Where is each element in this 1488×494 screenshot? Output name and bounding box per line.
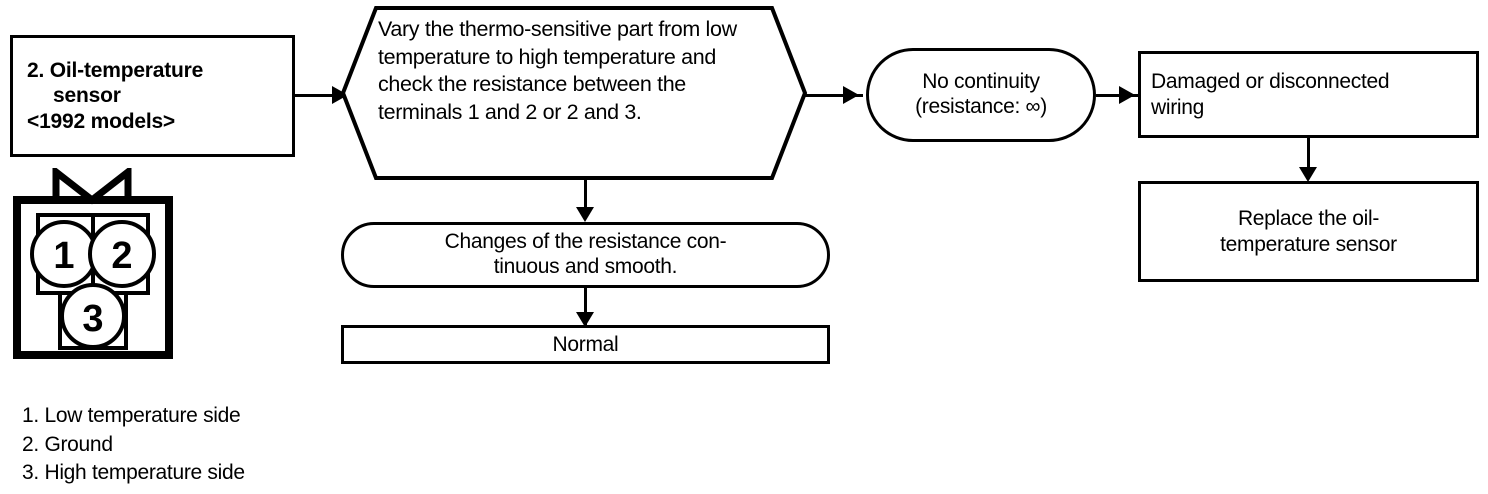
ok-result-line1: Changes of the resistance con- [444, 230, 727, 254]
legend-item-2: 2. Ground [22, 432, 113, 456]
fault-cause-line1: Damaged or disconnected [1151, 70, 1390, 94]
connector-pictogram: 1 2 3 [12, 168, 174, 360]
fault-result-line1: No continuity [922, 70, 1040, 94]
connector-cause-to-action [1307, 138, 1310, 178]
ok-result-box: Changes of the resistance con- tinuous a… [341, 222, 830, 288]
sensor-title-line2: sensor [53, 84, 121, 108]
sensor-title-box: 2. Oil-temperature sensor <1992 models> [10, 35, 295, 157]
hexagon-outline [340, 6, 808, 180]
ok-conclusion-box: Normal [341, 325, 830, 364]
arrowhead-fault-to-cause [1119, 86, 1135, 104]
fault-action-line1: Replace the oil- [1237, 207, 1380, 231]
instruction-hexagon: Vary the thermo-sensitive part from low … [340, 5, 808, 181]
connector-fault-to-cause [1096, 94, 1138, 97]
ok-conclusion-label: Normal [552, 332, 619, 356]
terminal-legend: 1. Low temperature side 2. Ground 3. Hig… [22, 402, 362, 488]
connector-drawing: 1 2 3 [13, 168, 173, 359]
connector-instruction-to-ok [584, 178, 587, 218]
connector-instruction-to-fault [803, 94, 863, 97]
connector-title-to-instruction [295, 94, 353, 97]
terminal-1-label: 1 [53, 235, 74, 277]
instruction-text: Vary the thermo-sensitive part from low … [378, 17, 737, 125]
arrowhead-instruction-to-ok [576, 207, 594, 222]
connector-ok-to-normal [584, 288, 587, 326]
fault-result-oval: No continuity (resistance: ∞) [866, 48, 1096, 142]
fault-action-box: Replace the oil- temperature sensor [1138, 181, 1479, 282]
sensor-title-line1: 2. Oil-temperature [27, 58, 204, 82]
fault-cause-box: Damaged or disconnected wiring [1138, 51, 1479, 138]
arrowhead-instruction-to-fault [843, 86, 859, 104]
fault-result-line2: (resistance: ∞) [915, 95, 1047, 118]
fault-action-line2: temperature sensor [1220, 232, 1397, 256]
fault-cause-line2: wiring [1151, 95, 1205, 119]
arrowhead-cause-to-action [1299, 167, 1317, 182]
legend-item-1: 1. Low temperature side [22, 404, 241, 427]
terminal-2-label: 2 [111, 235, 132, 277]
legend-item-3: 3. High temperature side [22, 461, 245, 485]
sensor-title-models: <1992 models> [27, 109, 175, 133]
terminal-3-label: 3 [82, 298, 103, 340]
arrowhead-ok-to-normal [576, 312, 594, 327]
ok-result-line2: tinuous and smooth. [493, 255, 678, 278]
